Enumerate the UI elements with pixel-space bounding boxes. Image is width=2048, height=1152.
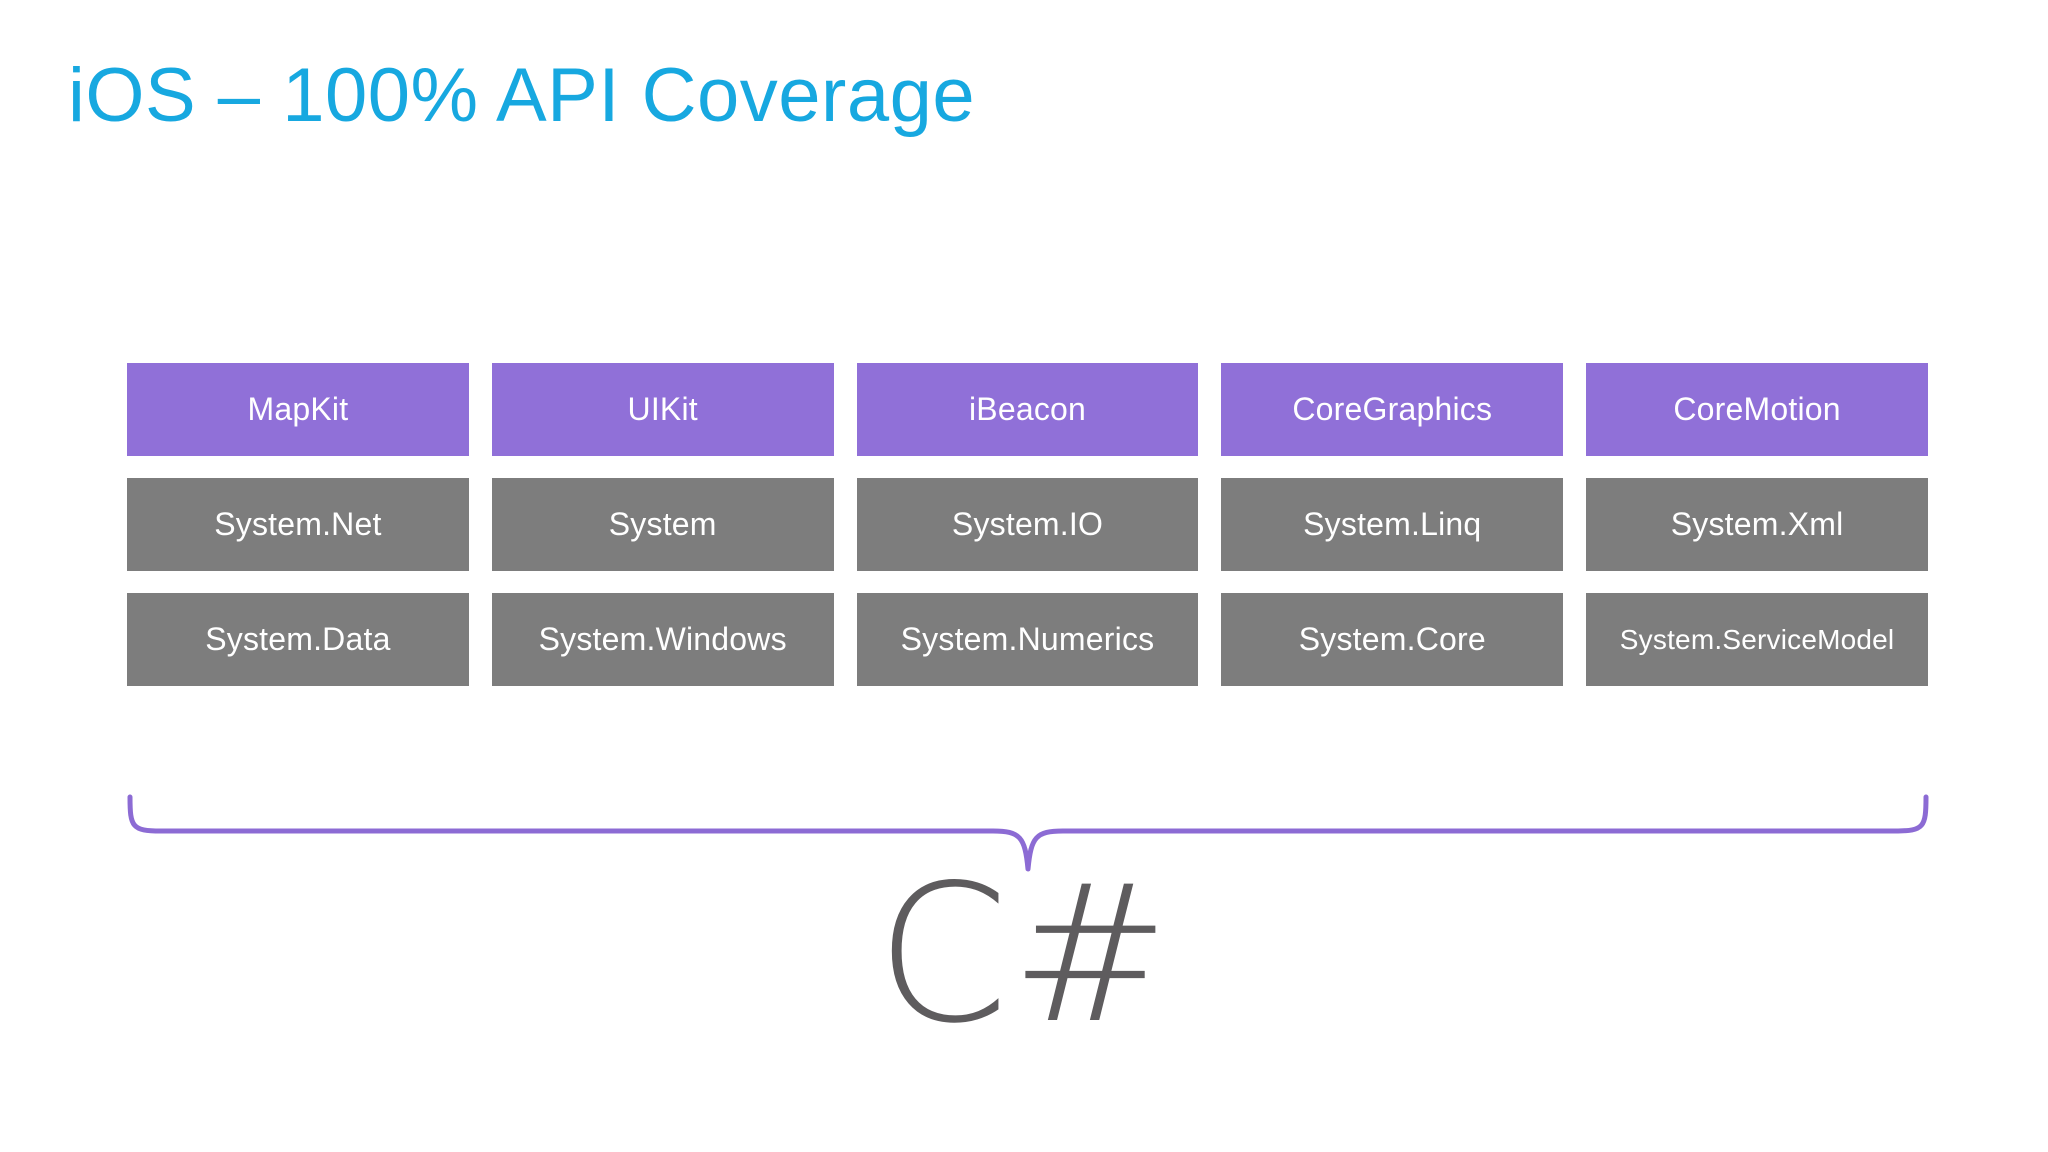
grid-cell-label: MapKit [247,391,349,427]
grid-cell-system[interactable]: System [491,478,834,571]
grid-cell-system-windows[interactable]: System.Windows [491,593,834,686]
grid-cell-coregraphics[interactable]: CoreGraphics [1221,363,1564,456]
csharp-wordmark: C# [876,844,1172,1065]
grid-cell-label: System.ServiceModel [1619,623,1895,655]
curly-brace-icon [127,794,1929,872]
api-grid: MapKit UIKit iBeacon CoreGraphics CoreMo… [127,363,1928,686]
grid-cell-label: System.IO [951,506,1104,542]
grid-cell-label: iBeacon [968,391,1087,427]
grid-cell-coremotion[interactable]: CoreMotion [1586,363,1928,456]
grid-cell-system-io[interactable]: System.IO [856,478,1199,571]
grid-cell-mapkit[interactable]: MapKit [127,363,469,456]
grid-cell-label: CoreGraphics [1292,391,1493,427]
grid-cell-label: System.Net [214,506,382,542]
grid-cell-system-xml[interactable]: System.Xml [1586,478,1928,571]
grid-cell-label: UIKit [627,391,698,427]
grid-cell-label: System.Data [205,621,391,657]
grid-cell-system-net[interactable]: System.Net [127,478,469,571]
grid-cell-system-data[interactable]: System.Data [127,593,469,686]
grid-cell-system-core[interactable]: System.Core [1221,593,1564,686]
grid-cell-ibeacon[interactable]: iBeacon [856,363,1199,456]
grid-row-bcl-secondary: System.Data System.Windows System.Numeri… [127,593,1928,686]
grid-cell-label: System.Core [1298,621,1486,657]
grid-cell-system-numerics[interactable]: System.Numerics [856,593,1199,686]
grid-cell-system-servicemodel[interactable]: System.ServiceModel [1586,593,1928,686]
grid-cell-label: CoreMotion [1673,391,1841,427]
grid-cell-uikit[interactable]: UIKit [491,363,834,456]
grid-row-bcl-primary: System.Net System System.IO System.Linq … [127,478,1928,571]
page-title: iOS – 100% API Coverage [68,53,976,138]
grid-cell-system-linq[interactable]: System.Linq [1221,478,1564,571]
grid-cell-label: System.Xml [1670,506,1844,542]
grid-cell-label: System.Linq [1303,506,1482,542]
grid-cell-label: System [608,506,717,542]
grid-cell-label: System.Numerics [900,621,1155,657]
grouping-brace [127,793,1929,873]
grid-cell-label: System.Windows [538,621,787,657]
grid-row-ios-frameworks: MapKit UIKit iBeacon CoreGraphics CoreMo… [127,363,1928,456]
